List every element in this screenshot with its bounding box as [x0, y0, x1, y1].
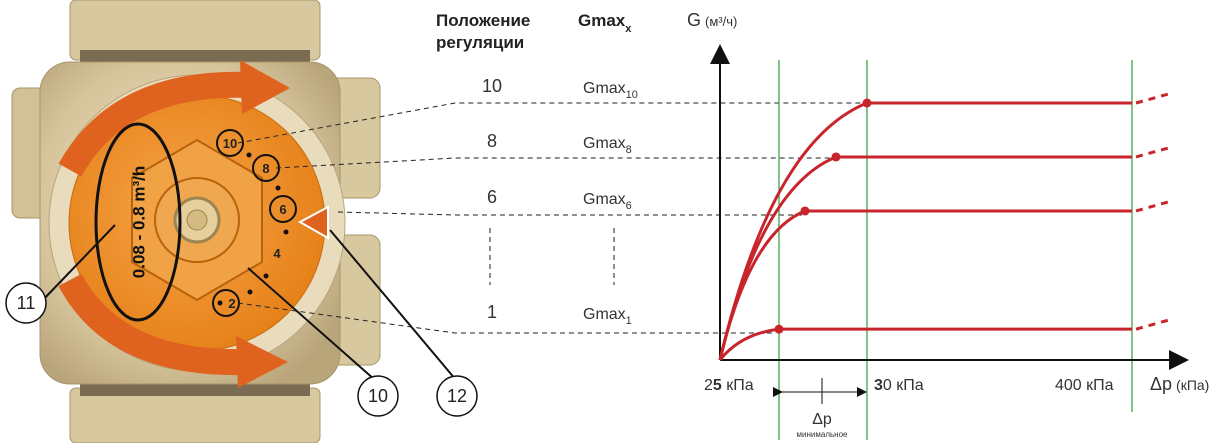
dial-mark-4: 4 — [273, 246, 281, 261]
callout-12: 12 — [447, 386, 467, 406]
dp-min-sub: минимальное — [797, 430, 849, 439]
position-gmax-sub: 1 — [626, 315, 632, 327]
position-gmax-main: Gmax — [583, 191, 626, 208]
y-axis-label: G (м³/ч) — [687, 10, 737, 30]
position-table: 10 Gmax10 8 Gmax8 6 Gmax6 1 Gmax1 — [482, 76, 638, 327]
dial-marks: 10 8 6 4 2 — [212, 129, 297, 317]
scale-ellipse — [94, 122, 182, 322]
flow-curve-extension-1 — [1135, 317, 1173, 331]
valve-illustration: 0.08 - 0.8 m³/h 10 8 6 4 2 11 — [5, 0, 478, 443]
flow-curve-extension-10 — [1135, 91, 1173, 105]
header-gmax-sub: x — [625, 23, 632, 35]
position-gmax-main: Gmax — [583, 135, 626, 152]
leader-6 — [337, 211, 802, 216]
series-layer — [718, 91, 1173, 361]
dial-mark-circle-6 — [269, 195, 297, 223]
x-tick-part: 2 — [704, 377, 713, 394]
position-value: 1 — [487, 302, 497, 322]
knee-point-6 — [800, 206, 810, 216]
position-value: 6 — [487, 187, 497, 207]
flow-curve-extension-8 — [1135, 145, 1173, 159]
x-axis-label: Δp(кПа) — [1150, 374, 1209, 394]
flow-chart: G(м³/ч) Δp(кПа) 25 кПа 30 кПа 400 кПа Δp… — [687, 10, 1209, 440]
x-tick-part-bold: 3 — [874, 377, 883, 394]
knee-point-10 — [862, 98, 872, 108]
x-tick-part: 0 кПа — [883, 377, 924, 394]
dial-mark-2: 2 — [228, 296, 235, 311]
position-gmax-sub: 10 — [626, 89, 638, 101]
callout-11: 11 — [17, 293, 36, 313]
header-gmax: Gmaxx — [578, 11, 632, 35]
flow-curve-6 — [718, 209, 1132, 361]
position-gmax-main: Gmax — [583, 80, 626, 97]
setting-pointer — [297, 205, 329, 240]
position-gmax: Gmax10 — [583, 80, 638, 101]
x-tick-part-bold: 5 — [713, 377, 722, 394]
position-gmax: Gmax1 — [583, 306, 632, 327]
scale-text: 0.08 - 0.8 m³/h — [129, 166, 148, 278]
x-tick-part: кПа — [722, 377, 754, 394]
position-value: 10 — [482, 76, 502, 96]
flow-arrow-top-body — [58, 71, 251, 177]
x-axis-label-main: Δp — [1150, 374, 1172, 394]
valve-bottom-pipe — [69, 387, 321, 443]
flow-curve-10 — [718, 101, 1132, 361]
dp-min-label: Δp — [812, 411, 832, 428]
callout-leader-11 — [39, 224, 116, 304]
position-gmax-sub: 8 — [626, 144, 632, 156]
valve-center-pin-top — [186, 209, 208, 231]
knee-point-1 — [774, 324, 784, 334]
position-gmax-sub: 6 — [626, 200, 632, 212]
x-axis-label-unit: (кПа) — [1176, 377, 1209, 393]
position-gmax-main: Gmax — [583, 306, 626, 323]
callout-leader-10 — [247, 267, 376, 381]
dial-dot — [263, 273, 269, 279]
header-gmax-main: Gmax — [578, 11, 626, 30]
callout-10: 10 — [368, 386, 388, 406]
dial-dot — [247, 289, 253, 295]
dial-mark-10: 10 — [223, 136, 237, 151]
leader-10 — [237, 102, 862, 144]
position-value: 8 — [487, 131, 497, 151]
flow-arrow-bottom-head — [236, 336, 288, 388]
callout-leader-12 — [329, 229, 457, 381]
flow-curve-1 — [718, 327, 1132, 361]
dial-dot — [246, 152, 252, 158]
dial-mark-6: 6 — [279, 202, 286, 217]
flow-arrow-top-head — [240, 60, 290, 114]
callout-circle-12 — [436, 375, 478, 417]
x-tick-30: 30 кПа — [874, 377, 924, 394]
knee-point-8 — [831, 152, 841, 162]
dial-leaders — [237, 102, 862, 334]
leader-1 — [237, 302, 776, 334]
y-axis-label-unit: (м³/ч) — [705, 14, 737, 29]
header-position-line2: регуляции — [436, 33, 524, 52]
callout-circle-10 — [357, 375, 399, 417]
x-tick-400: 400 кПа — [1055, 377, 1114, 394]
dial-mark-circle-10 — [216, 129, 244, 157]
y-axis-label-main: G — [687, 10, 701, 30]
position-gmax: Gmax6 — [583, 191, 632, 212]
header-position-line1: Положение — [436, 11, 530, 30]
flow-arrow-bottom-body — [58, 273, 246, 376]
flow-curve-extension-6 — [1135, 199, 1173, 213]
callout-circle-11 — [5, 282, 47, 324]
dial-dot — [283, 229, 289, 235]
dial-dot — [217, 300, 223, 306]
dial-dot — [275, 185, 281, 191]
x-tick-25: 25 кПа — [704, 377, 754, 394]
position-gmax: Gmax8 — [583, 135, 632, 156]
dial-mark-8: 8 — [262, 161, 269, 176]
